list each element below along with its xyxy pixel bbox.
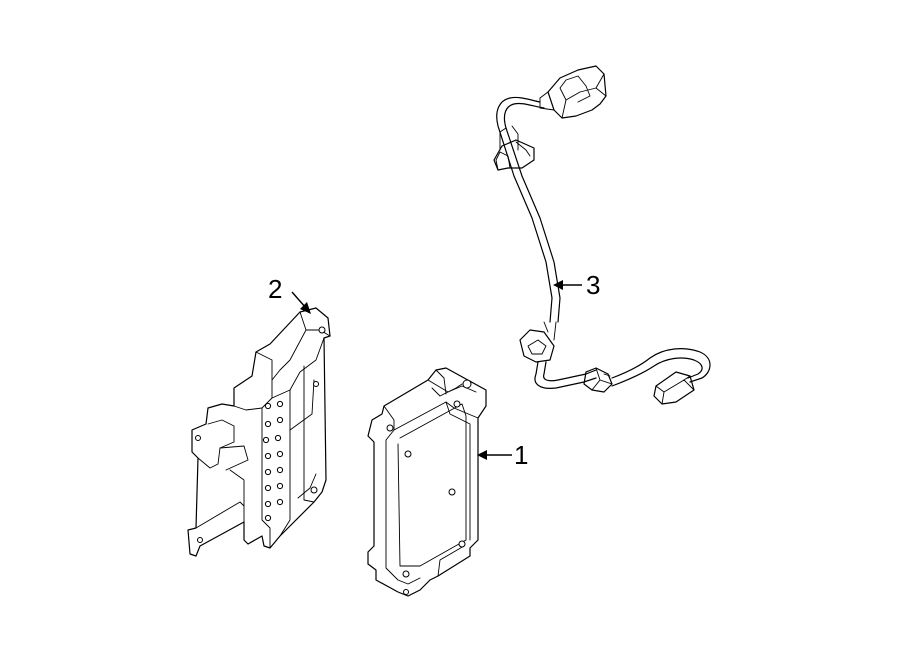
callout-1: 1: [477, 440, 528, 470]
wiring-harness-part-3: [493, 65, 711, 405]
callout-1-label: 1: [514, 440, 528, 470]
callout-3-label: 3: [586, 270, 600, 300]
callout-2-label: 2: [268, 274, 282, 304]
control-module-part-1: [367, 367, 487, 597]
callout-1-arrowhead: [477, 450, 487, 460]
callout-3: 3: [553, 270, 600, 300]
mounting-bracket-part-2: [187, 307, 331, 557]
callout-2: 2: [268, 274, 311, 314]
callout-2-arrowhead: [300, 302, 311, 314]
callout-3-arrowhead: [553, 280, 563, 290]
